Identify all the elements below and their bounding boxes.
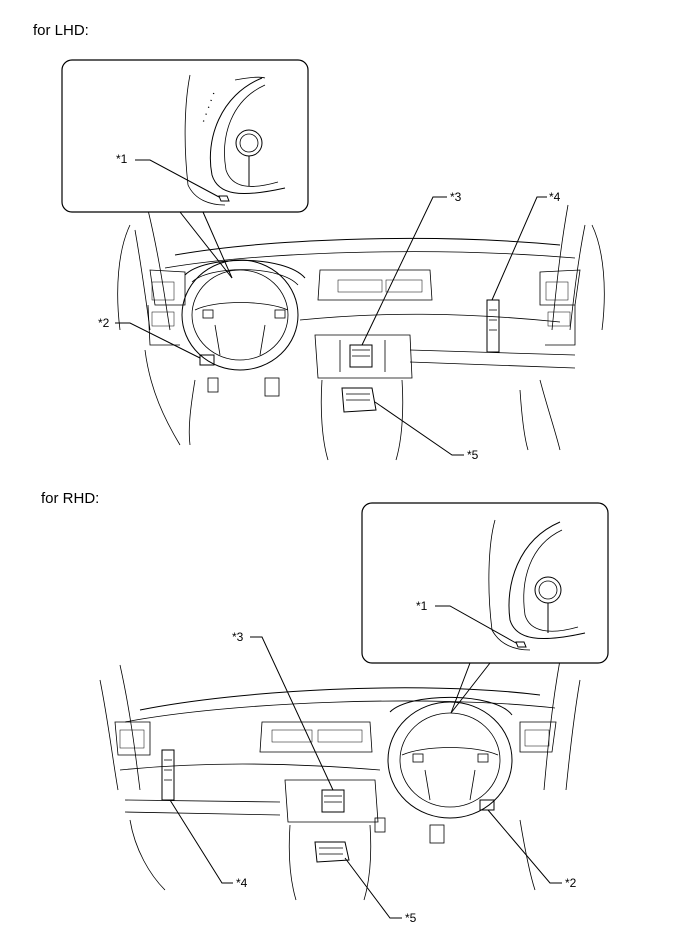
lhd-leader-4 xyxy=(491,196,547,301)
rhd-callout-1: *1 xyxy=(416,599,428,613)
rhd-callout-3: *3 xyxy=(232,630,244,644)
rhd-leader-2 xyxy=(487,809,562,884)
rhd-callout-4: *4 xyxy=(236,876,248,890)
rhd-detail-inset: *1 xyxy=(361,502,609,714)
rhd-callout-2: *2 xyxy=(565,876,577,890)
lhd-leader-2 xyxy=(115,322,201,359)
rhd-leader-5 xyxy=(344,857,402,919)
rhd-leader-3 xyxy=(250,636,334,791)
rhd-callout-5: *5 xyxy=(405,911,417,925)
lhd-dashboard-illustration xyxy=(117,204,605,461)
lhd-callout-2: *2 xyxy=(98,316,110,330)
lhd-callout-3: *3 xyxy=(450,190,462,204)
rhd-leader-4 xyxy=(169,799,233,884)
lhd-callout-1: *1 xyxy=(116,152,128,166)
lhd-leader-5 xyxy=(374,401,464,456)
rhd-dashboard-illustration xyxy=(99,659,581,901)
lhd-callout-5: *5 xyxy=(467,448,479,462)
rhd-section-title: for RHD: xyxy=(41,490,100,507)
lhd-leader-3 xyxy=(361,196,447,346)
lhd-detail-inset: · · · · · *1 xyxy=(61,59,309,279)
lhd-callout-4: *4 xyxy=(549,190,561,204)
lhd-section-title: for LHD: xyxy=(33,22,89,39)
